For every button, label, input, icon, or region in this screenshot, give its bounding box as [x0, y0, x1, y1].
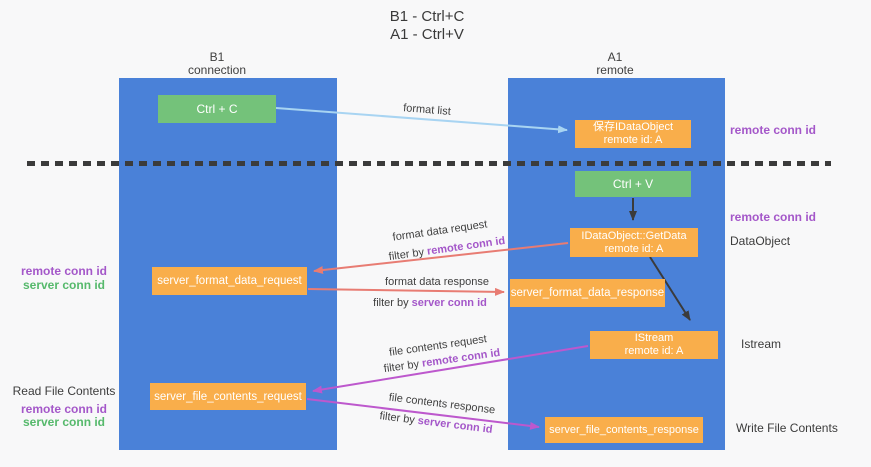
- node-istream-line1: IStream: [634, 332, 674, 344]
- diagram-title: B1 - Ctrl+C A1 - Ctrl+V: [332, 8, 522, 44]
- legend-file-server-conn-id: server conn id: [22, 415, 106, 429]
- node-ctrl-v: Ctrl + V: [575, 171, 691, 197]
- node-ctrl-v-label: Ctrl + V: [612, 177, 654, 191]
- lifeline-b1-name: B1: [209, 50, 225, 64]
- legend-file-conn-ids: Read File Contents remote conn id server…: [8, 385, 120, 429]
- node-getdata-line2: remote id: A: [604, 242, 664, 255]
- node-server-format-data-response: server_format_data_response: [510, 279, 665, 307]
- lifeline-a1-name: A1: [607, 50, 623, 64]
- lifeline-header-b1: B1 connection: [137, 51, 297, 77]
- arrow-format-data-response: [307, 287, 505, 296]
- node-istream: IStream remote id: A: [590, 331, 718, 359]
- lifeline-a1-role: remote: [596, 63, 634, 77]
- arrow-getdata-to-istream: [649, 256, 691, 321]
- node-istream-line2: remote id: A: [624, 345, 684, 357]
- node-save-idataobject-line2: remote id: A: [603, 134, 663, 146]
- lifeline-b1-role: connection: [187, 63, 247, 77]
- node-format-response-label: server_format_data_response: [510, 287, 665, 299]
- node-file-request-label: server_file_contents_request: [154, 390, 302, 403]
- legend-format-server-conn-id: server conn id: [22, 278, 106, 292]
- node-idataobject-getdata: IDataObject::GetData remote id: A: [570, 228, 698, 257]
- node-file-response-label: server_file_contents_response: [549, 424, 699, 436]
- node-save-idataobject-line1: 保存IDataObject: [592, 121, 674, 133]
- node-server-file-contents-request: server_file_contents_request: [150, 383, 306, 410]
- node-ctrl-c-label: Ctrl + C: [196, 102, 238, 116]
- filter-by-text: filter by: [373, 297, 409, 309]
- arrow-format-list: [275, 107, 568, 134]
- title-line-1: B1 - Ctrl+C: [389, 8, 465, 25]
- edge-label-format-data-response: format data response: [385, 276, 489, 288]
- annotation-istream: Istream: [741, 337, 782, 351]
- lifeline-header-a1: A1 remote: [535, 51, 695, 77]
- filter-server-conn-id: server conn id: [411, 297, 487, 309]
- annotation-read-file-contents: Read File Contents: [12, 384, 116, 398]
- node-save-idataobject: 保存IDataObject remote id: A: [575, 120, 691, 148]
- arrow-format-data-request: [313, 242, 569, 274]
- node-getdata-line1: IDataObject::GetData: [581, 229, 687, 242]
- phase-separator-dashed-line: [27, 161, 831, 166]
- node-server-format-data-request: server_format_data_request: [152, 267, 307, 295]
- edge-label-format-data-response-filter: filter by server conn id: [373, 297, 487, 309]
- legend-format-remote-conn-id: remote conn id: [20, 264, 107, 278]
- annotation-remote-conn-id-top: remote conn id: [730, 123, 817, 137]
- title-line-2: A1 - Ctrl+V: [390, 26, 464, 43]
- arrow-file-contents-response: [306, 398, 540, 430]
- node-ctrl-c: Ctrl + C: [158, 95, 276, 123]
- arrow-file-contents-request: [312, 345, 589, 394]
- node-format-request-label: server_format_data_request: [157, 275, 302, 287]
- annotation-dataobject: DataObject: [730, 234, 791, 248]
- annotation-write-file-contents: Write File Contents: [736, 421, 838, 435]
- legend-format-conn-ids: remote conn id server conn id: [14, 264, 114, 292]
- annotation-remote-conn-id-mid: remote conn id: [730, 210, 817, 224]
- legend-file-remote-conn-id: remote conn id: [20, 402, 107, 416]
- node-server-file-contents-response: server_file_contents_response: [545, 417, 703, 443]
